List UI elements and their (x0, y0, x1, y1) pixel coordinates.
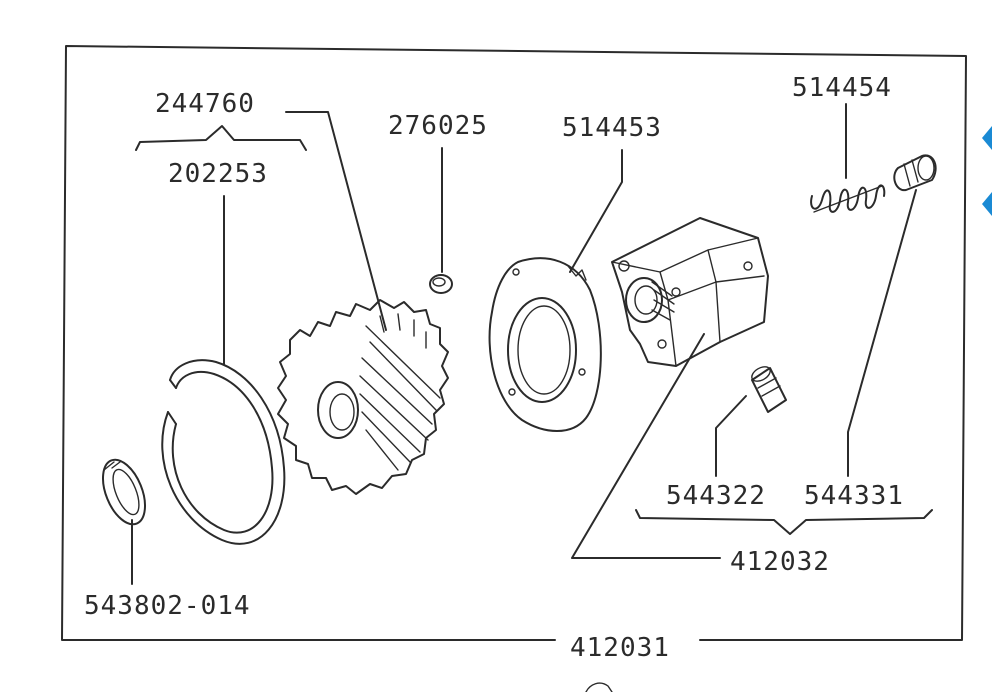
insert-part (751, 366, 787, 413)
label-514454: 514454 (792, 73, 892, 103)
gear-part (277, 299, 449, 495)
label-412032: 412032 (730, 547, 830, 577)
plug-part (893, 154, 937, 192)
diagram-frame (61, 45, 967, 641)
spring-part (810, 184, 886, 213)
pin-part (429, 274, 453, 294)
label-244760: 244760 (155, 89, 255, 119)
plate-part (488, 257, 602, 432)
label-514453: 514453 (562, 113, 662, 143)
left-arrow-icon[interactable] (982, 192, 992, 216)
label-544331: 544331 (804, 481, 904, 511)
retaining-ring-part (161, 359, 286, 545)
label-276025: 276025 (388, 111, 488, 141)
label-543802-014: 543802-014 (84, 591, 251, 621)
label-544322: 544322 (666, 481, 766, 511)
nav-arrows[interactable] (982, 126, 992, 216)
left-arrow-icon[interactable] (982, 126, 992, 150)
partial-part-bottom (585, 682, 613, 692)
label-412031: 412031 (570, 633, 670, 663)
part-number-labels: 244760 202253 276025 514453 514454 54432… (84, 73, 904, 663)
leader-lines (131, 103, 933, 585)
label-202253: 202253 (168, 159, 268, 189)
snap-ring-part (102, 458, 146, 526)
pump-body-part (611, 217, 769, 367)
